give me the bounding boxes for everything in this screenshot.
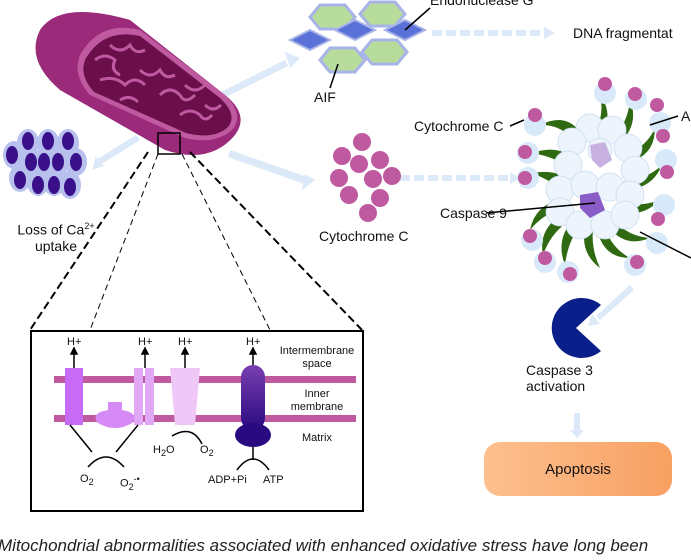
arrow-to-cytc — [228, 150, 310, 185]
calcium-cluster-icon — [3, 129, 87, 199]
apoptosome-icon — [485, 77, 691, 283]
arrow-to-aif — [215, 60, 288, 101]
adp-pi-label: ADP+Pi — [208, 474, 247, 486]
zoom-box — [157, 132, 181, 155]
arrow-head-ca — [92, 156, 104, 170]
space-text: space — [302, 358, 332, 370]
arrow-head-apoptosis — [570, 430, 584, 438]
endonuclease-g-label: Endonuclease G — [430, 0, 534, 8]
o2-label-2: O2 — [200, 444, 214, 459]
intermembrane-text: Intermembrane — [279, 345, 355, 357]
complex-iv — [170, 368, 200, 425]
flow-arrows — [92, 52, 584, 438]
cytochrome-c-label: Cytochrome C — [319, 228, 409, 244]
loss-of-calcium-label: Loss of Ca2+ uptake — [2, 218, 110, 254]
apaf-label: A — [681, 108, 691, 124]
superoxide-label: O2-• — [120, 474, 140, 492]
o2-label: O2 — [80, 473, 94, 488]
caspase3-icon — [551, 297, 601, 359]
cytochrome-c-apoptosome-label: Cytochrome C — [414, 118, 504, 134]
proton-label-1: H+ — [67, 336, 82, 348]
proton-label-3: H+ — [178, 336, 193, 348]
activation-text: activation — [526, 378, 586, 394]
dna-fragmentation-label: DNA fragmentat — [573, 25, 673, 41]
uptake-text: uptake — [34, 237, 78, 254]
inner-text: Inner — [304, 388, 330, 400]
complex-i — [65, 368, 83, 425]
cytochrome-c-cluster-icon — [330, 133, 401, 222]
matrix-label: Matrix — [302, 432, 332, 444]
mitochondrion — [35, 12, 241, 155]
membrane-text: membrane — [290, 401, 344, 413]
caspase9-label: Caspase 9 — [440, 205, 507, 221]
dashed-arrows — [400, 27, 634, 326]
arrow-to-apoptosis — [574, 413, 580, 430]
proton-label-2: H+ — [138, 336, 153, 348]
ca-charge: 2+ — [84, 221, 95, 231]
apoptosis-box: Apoptosis — [484, 442, 672, 496]
complex-iii-b — [145, 368, 154, 425]
aif-endonuclease-cluster-icon — [287, 0, 431, 89]
arrow-head-aif — [285, 52, 300, 68]
outer-membrane-line — [54, 376, 356, 383]
loss-ca-text: Loss of Ca — [17, 221, 85, 238]
atp-label: ATP — [263, 474, 284, 486]
inner-membrane-line — [54, 415, 356, 422]
proton-label-4: H+ — [246, 336, 261, 348]
arrow-to-ca — [96, 135, 140, 165]
complex-ii — [95, 402, 135, 428]
complex-iii-a — [134, 368, 143, 425]
apoptosis-label: Apoptosis — [545, 460, 611, 478]
atp-synthase-head — [235, 423, 271, 447]
arrow-head-cytc — [302, 174, 315, 190]
figure-caption: Mitochondrial abnormalities associated w… — [0, 536, 649, 555]
projection-lines — [29, 151, 363, 331]
caspase3-text: Caspase 3 — [526, 362, 593, 378]
membrane-inset — [30, 330, 364, 512]
water-label: H2O — [153, 444, 175, 459]
aif-label: AIF — [314, 89, 336, 105]
atp-synthase-stalk — [241, 365, 265, 430]
